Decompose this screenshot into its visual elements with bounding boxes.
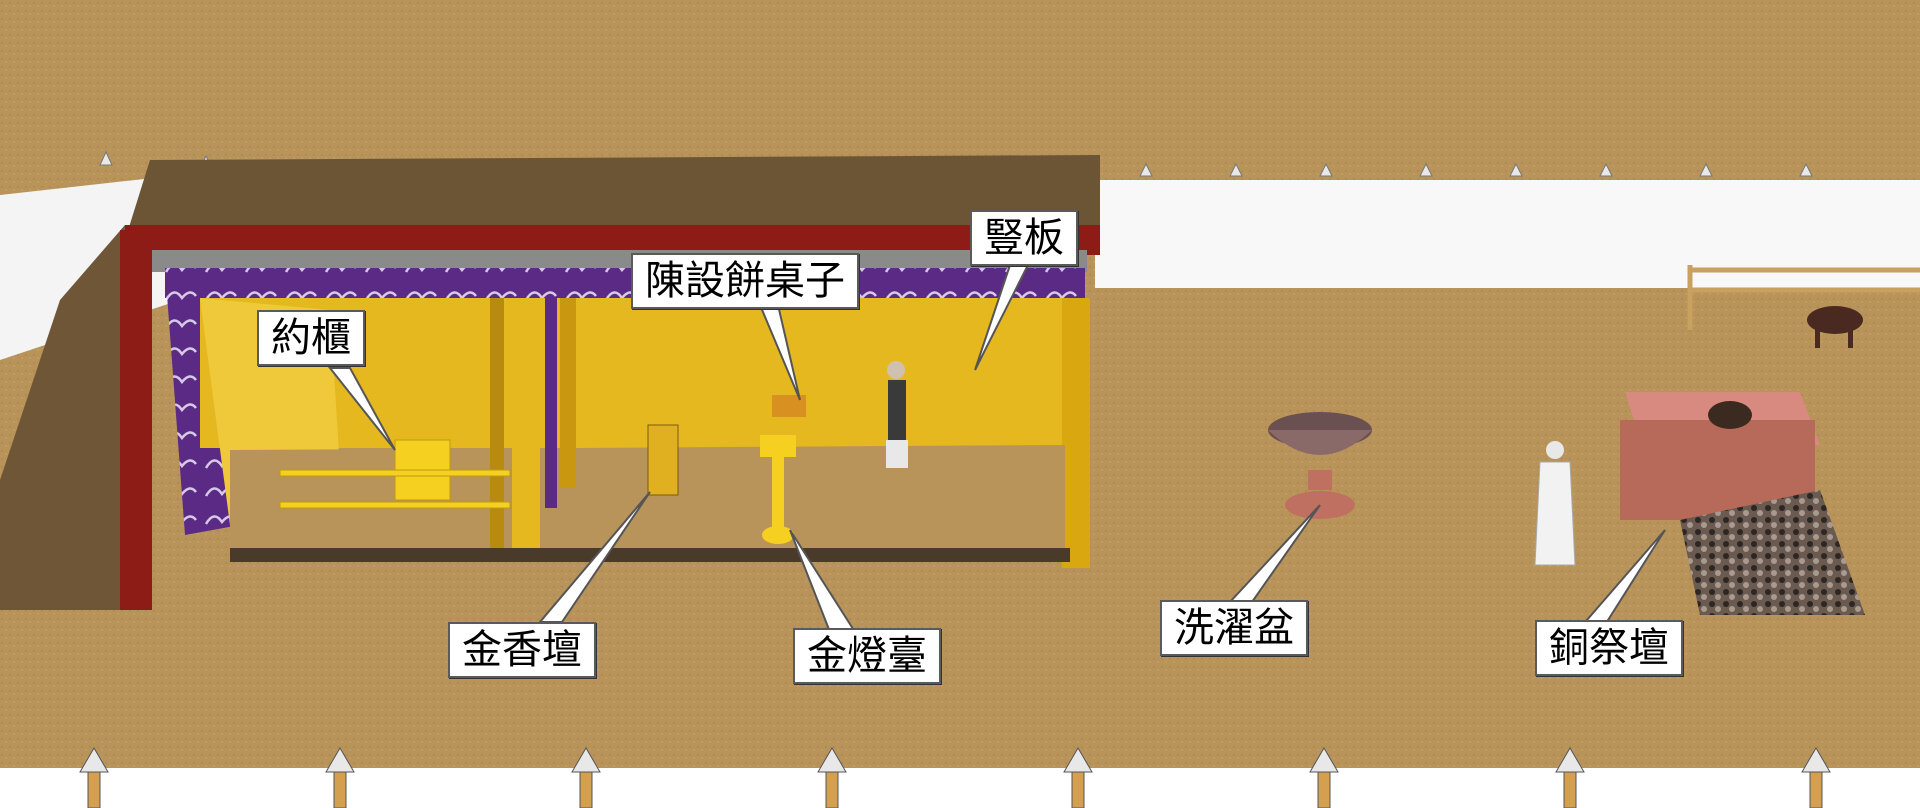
label-incense-altar: 金香壇 — [448, 622, 596, 678]
priest-outside — [1534, 441, 1576, 566]
tent-roof — [125, 155, 1100, 240]
label-pointers — [327, 264, 1666, 633]
label-table-showbread: 陳設餅桌子 — [631, 253, 859, 309]
animal — [1807, 306, 1863, 348]
bronze-altar — [1620, 392, 1865, 615]
label-laver: 洗濯盆 — [1160, 600, 1308, 656]
tent-left-slope — [0, 225, 125, 610]
front-fence-posts — [79, 747, 1831, 808]
veil-pillars — [490, 298, 576, 548]
purple-veil-top — [165, 268, 1085, 298]
tent-red-frame-left — [120, 230, 152, 610]
label-boards: 豎板 — [970, 210, 1078, 266]
right-gold-pillar — [1062, 298, 1090, 568]
priest-inside — [886, 361, 908, 468]
showbread-table — [772, 395, 806, 417]
label-ark: 約櫃 — [257, 310, 365, 366]
incense-altar — [647, 424, 679, 496]
lampstand — [760, 435, 796, 544]
front-curtain — [0, 768, 1920, 808]
label-bronze-altar: 銅祭壇 — [1535, 620, 1683, 676]
front-edge — [230, 548, 1070, 562]
animal-pen — [1687, 265, 1920, 330]
ark — [279, 439, 511, 509]
label-lampstand: 金燈臺 — [793, 628, 941, 684]
